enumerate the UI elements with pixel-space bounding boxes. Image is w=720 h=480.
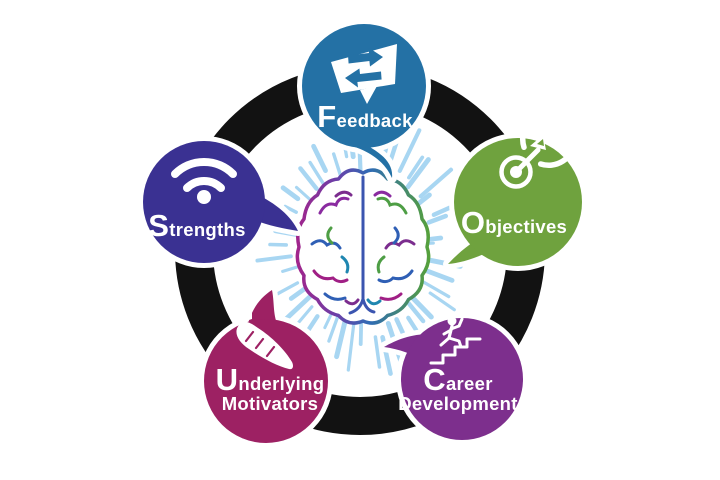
bubble-career-development: Career Development: [379, 313, 528, 445]
ray: [431, 205, 453, 218]
career-label-line1: Career: [423, 362, 492, 397]
ray: [311, 143, 328, 174]
ray: [418, 167, 454, 199]
bubble-circle-fill: [401, 318, 523, 440]
ray: [308, 160, 327, 188]
bubble-circle-fill: [454, 138, 582, 266]
chat-exchange-arrows-icon: [331, 44, 397, 104]
objectives-label: Objectives: [461, 205, 567, 240]
ray: [407, 155, 425, 180]
ray: [428, 291, 456, 312]
bubble-strengths: Strengths: [138, 136, 303, 268]
carrot-icon: [228, 303, 293, 370]
ray: [397, 128, 422, 173]
ray: [406, 300, 426, 324]
ray: [426, 213, 449, 225]
brain-gyri: [310, 190, 416, 306]
ray: [394, 317, 406, 336]
brain-midline: [348, 175, 376, 315]
strengths-label: Strengths: [148, 208, 245, 243]
bubble-feedback: Feedback: [297, 19, 431, 183]
wifi-signal-icon: [171, 158, 237, 204]
ray: [281, 291, 316, 324]
ray: [415, 192, 432, 207]
ray: [346, 320, 356, 372]
feedback-label: Feedback: [317, 99, 413, 134]
ray: [298, 166, 319, 191]
ray: [295, 305, 314, 326]
bubble-circle-fill: [204, 319, 328, 443]
ray: [334, 316, 348, 360]
career-label-line2: Development: [398, 393, 517, 414]
ray: [332, 152, 343, 180]
ray: [323, 311, 334, 330]
bubble-objectives: Objectives: [443, 110, 587, 271]
ray: [405, 157, 431, 190]
motivators-label-line1: Underlying: [216, 362, 325, 397]
ray: [280, 185, 301, 202]
ray: [255, 254, 293, 263]
ray: [373, 335, 382, 369]
ray: [410, 295, 434, 320]
ray: [358, 319, 364, 347]
dartboard-target-icon: [499, 110, 578, 189]
bubble-underlying-motivators: Underlying Motivators: [199, 285, 333, 448]
brain-icon: [295, 168, 431, 325]
ray: [419, 278, 451, 299]
ray: [327, 313, 340, 343]
motivators-label-line2: Motivators: [222, 393, 319, 414]
ray: [283, 204, 298, 214]
person-climbing-stairs-icon: [429, 316, 482, 365]
